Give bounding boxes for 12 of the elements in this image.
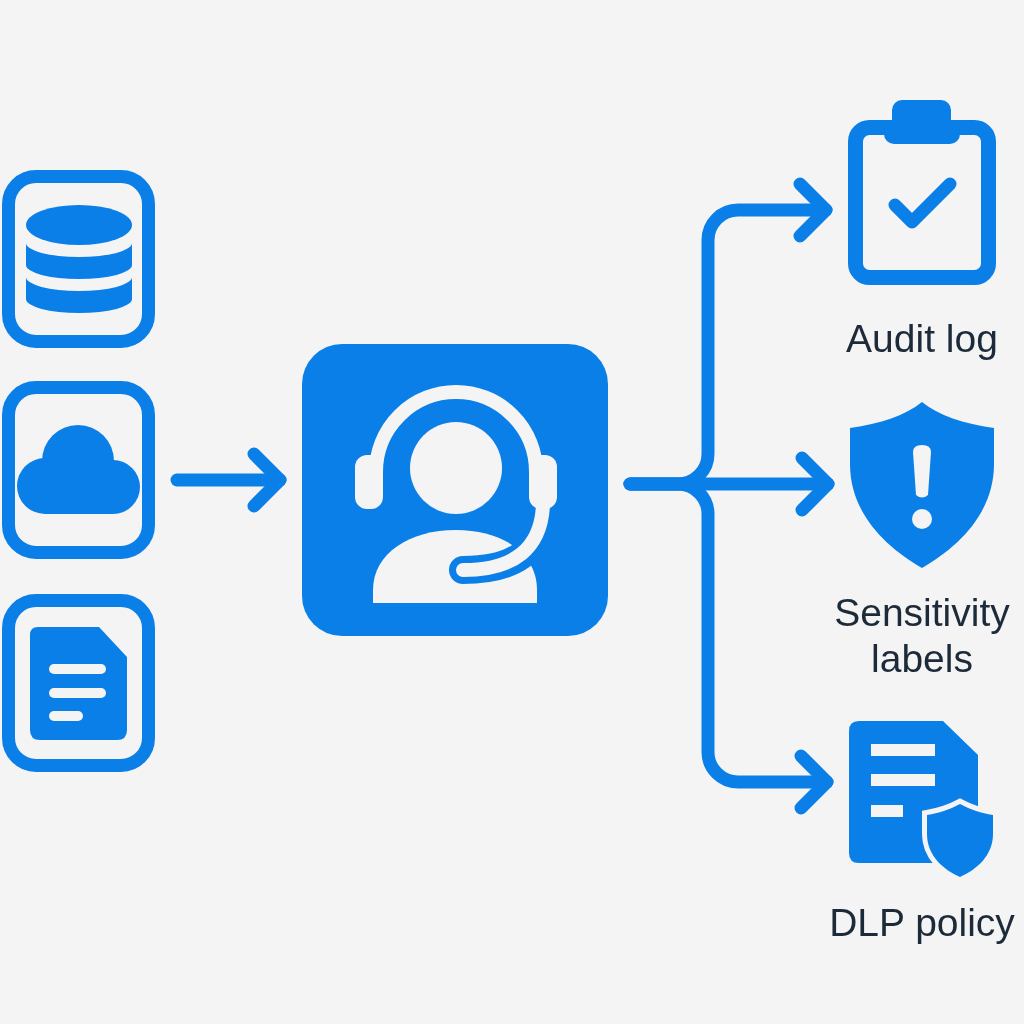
arrow: [170, 447, 287, 513]
data-source-card: [2, 594, 155, 772]
document-shield-icon: [849, 721, 995, 879]
icon-caption: DLP policy: [828, 900, 1016, 946]
icon-caption: Sensitivity labels: [833, 590, 1011, 682]
icon-caption: Audit log: [845, 316, 999, 362]
shield-exclamation-icon: [850, 402, 994, 568]
data-source-card: [2, 170, 155, 348]
data-source-card: [2, 381, 155, 559]
arrow: [623, 477, 834, 815]
support-agent-tile: [302, 344, 608, 636]
clipboard-check-icon: [848, 100, 996, 286]
